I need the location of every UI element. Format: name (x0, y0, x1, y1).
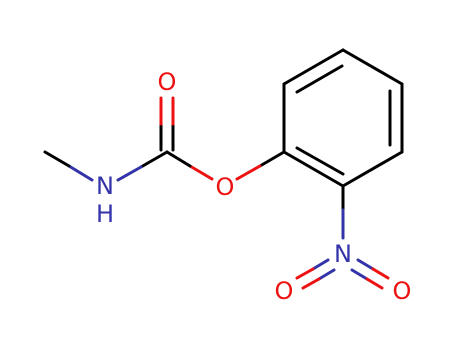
benzene-ring (282, 48, 404, 188)
carbonyl-oxygen-label: O (158, 68, 177, 96)
amide-hydrogen-label: H (96, 200, 114, 228)
ring-inner-bond-3 (295, 146, 345, 176)
ring-inner-bond-1 (295, 64, 344, 94)
ester-oxygen-label: O (216, 173, 235, 201)
ring-bond-1 (341, 48, 404, 86)
ring-to-ester-oxygen-bond-red (235, 164, 262, 181)
ester-oxygen-to-carbonyl-bond-red (188, 164, 214, 181)
amide-nitrogen-label: N (96, 172, 114, 200)
nitrogen-to-methyl-bond-blue (67, 164, 94, 182)
nitro-oxygen-left-label: O (275, 277, 294, 305)
ring-to-ester-oxygen-bond (258, 150, 286, 168)
ring-bond-6 (282, 48, 345, 86)
ring-bond-3 (341, 150, 404, 188)
nitro-oxygen-right-label: O (393, 277, 412, 305)
carbonyl-to-nitrogen-bond (139, 150, 169, 169)
nitro-right-double-bond (350, 258, 390, 290)
ester-oxygen-to-carbonyl-bond (165, 150, 192, 168)
nitro-nitrogen-label: N (334, 240, 352, 268)
nitrogen-to-methyl-bond (43, 150, 71, 168)
carbonyl-double-bond (159, 96, 175, 152)
carbonyl-to-nitrogen-bond-blue (116, 165, 143, 182)
ring-bond-4 (282, 150, 345, 188)
nitro-left-double-bond (295, 258, 336, 290)
